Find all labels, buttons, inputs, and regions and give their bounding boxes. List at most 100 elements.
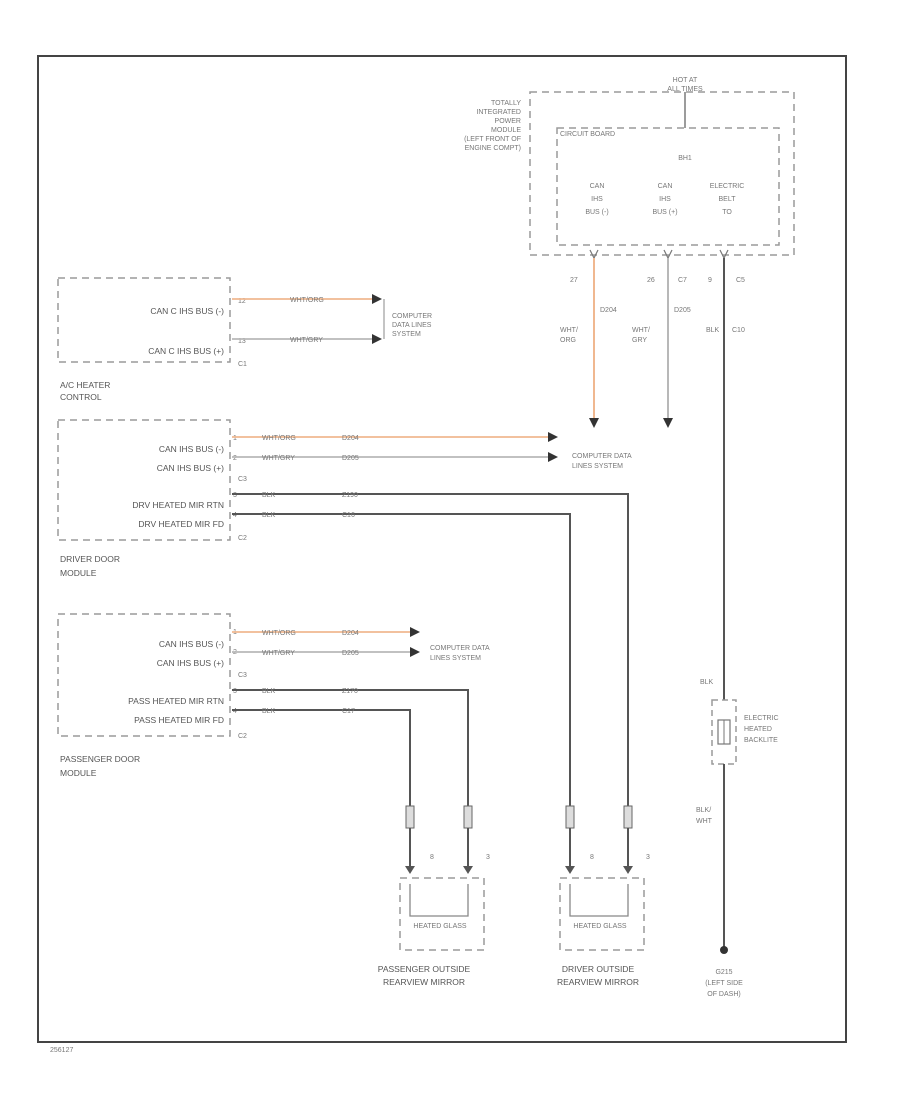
- tipm: HOT AT ALL TIMES TOTALLY INTEGRATED POWE…: [464, 77, 795, 284]
- driver-mirror-inline-connector-left: [565, 805, 575, 829]
- driver-door-name-line1: DRIVER DOOR: [60, 554, 120, 564]
- backlite-name-line2: HEATED: [744, 726, 772, 733]
- ground-name-line3: OF DASH): [707, 991, 740, 998]
- driver-mirror-element-label: HEATED GLASS: [573, 923, 626, 930]
- wire-tipm-c-code: C10: [732, 327, 745, 334]
- tipm-pin-a-line1: CAN: [590, 183, 605, 190]
- tipm-pin-a-line3: BUS (-): [585, 209, 608, 216]
- wire-tipm-a-color-line1: WHT/: [560, 327, 578, 334]
- wire-tipm-b-color-line1: WHT/: [632, 327, 650, 334]
- tipm-name-line2: INTEGRATED: [476, 109, 521, 116]
- tipm-circuit-board-label: CIRCUIT BOARD: [560, 131, 615, 138]
- ground-point: [720, 946, 728, 954]
- driver-mirror-pin-right-arrow: [623, 866, 633, 874]
- wire-passenger-can-minus-code: D204: [342, 630, 359, 637]
- passenger-door-name-line2: MODULE: [60, 768, 97, 778]
- tipm-pin-b-line2: IHS: [659, 196, 671, 203]
- wire-driver-htr-fd: [232, 513, 571, 808]
- tipm-pin-b-line1: CAN: [658, 183, 673, 190]
- wire-tipm-b-code: D205: [674, 307, 691, 314]
- driver-door-htr-rtn-label: DRV HEATED MIR RTN: [132, 500, 224, 510]
- tipm-pin-b-connector: [663, 249, 673, 260]
- passenger-mirror-pin-left-arrow: [405, 866, 415, 874]
- wire-passenger-htr-fd-code: C17: [342, 708, 355, 715]
- tipm-pin-a-connector: [589, 249, 599, 260]
- driver-door-dest-line2: LINES SYSTEM: [572, 463, 623, 470]
- tipm-pin-c-connector-id: C5: [736, 277, 745, 284]
- tipm-circuit-board: [556, 127, 780, 246]
- wire-driver-htr-rtn: [232, 493, 629, 808]
- tipm-pin-b-line3: BUS (+): [652, 209, 677, 216]
- driver-door-can-plus-label: CAN IHS BUS (+): [157, 463, 224, 473]
- passenger-door-htr-connector: C2: [238, 733, 247, 740]
- tipm-pin-c-connector: [719, 249, 729, 260]
- wire-ac-heater-can-minus-arrow: [372, 294, 382, 304]
- wire-driver-htr-fd-code: C16: [342, 512, 355, 519]
- passenger-mirror-pin-right: 3: [486, 854, 490, 861]
- wire-ac-heater-can-plus-color: WHT/GRY: [290, 337, 323, 344]
- ac-heater-dest-line2: DATA LINES: [392, 322, 432, 329]
- passenger-mirror: 8 3 HEATED GLASS PASSENGER OUTSIDE REARV…: [378, 805, 490, 987]
- ground-name-line2: (LEFT SIDE: [705, 980, 743, 987]
- tipm-outline: [529, 91, 795, 256]
- wire-driver-can-minus-code: D204: [342, 435, 359, 442]
- passenger-door-dest-line2: LINES SYSTEM: [430, 655, 481, 662]
- passenger-door-pin4: 4: [233, 708, 237, 715]
- wire-ac-heater-can-plus-arrow: [372, 334, 382, 344]
- tipm-pin-c-number: 9: [708, 277, 712, 284]
- diagram-id: 256127: [50, 1047, 73, 1054]
- ac-heater-pin1-number: 12: [238, 298, 246, 305]
- wire-ac-heater-can-minus-color: WHT/ORG: [290, 297, 324, 304]
- ac-heater-dest-line3: SYSTEM: [392, 331, 421, 338]
- tipm-pin-c-line1: ELECTRIC: [710, 183, 745, 190]
- driver-mirror-pin-left: 8: [590, 854, 594, 861]
- wire-passenger-htr-rtn-code: Z170: [342, 688, 358, 695]
- ac-heater-pin2-label: CAN C IHS BUS (+): [148, 346, 224, 356]
- wire-driver-can-plus-color: WHT/GRY: [262, 455, 295, 462]
- driver-mirror: 8 3 HEATED GLASS DRIVER OUTSIDE REARVIEW…: [557, 805, 650, 987]
- tipm-pin-a-line2: IHS: [591, 196, 603, 203]
- driver-door-dest-line1: COMPUTER DATA: [572, 453, 632, 460]
- tipm-hot-at-line2: ALL TIMES: [667, 86, 703, 93]
- backlite-wire-bottom-line2: WHT: [696, 818, 713, 825]
- tipm-hot-at-line1: HOT AT: [673, 77, 698, 84]
- tipm-fuse-label: BH1: [678, 155, 692, 162]
- backlite-name-line3: BACKLITE: [744, 737, 778, 744]
- driver-door-pin1: 1: [233, 435, 237, 442]
- tipm-name-line6: ENGINE COMPT): [465, 145, 521, 152]
- wire-passenger-htr-fd: [232, 709, 411, 808]
- driver-mirror-pin-right: 3: [646, 854, 650, 861]
- ac-heater-control: CAN C IHS BUS (-) CAN C IHS BUS (+) 12 1…: [57, 277, 432, 402]
- wire-driver-htr-rtn-color: BLK: [262, 492, 276, 499]
- passenger-door-can-plus-label: CAN IHS BUS (+): [157, 658, 224, 668]
- wire-passenger-can-plus-color: WHT/GRY: [262, 650, 295, 657]
- wire-driver-htr-fd-color: BLK: [262, 512, 276, 519]
- tipm-pin-a-number: 27: [570, 277, 578, 284]
- driver-mirror-name-line1: DRIVER OUTSIDE: [562, 964, 635, 974]
- ground-g215: G215 (LEFT SIDE OF DASH): [705, 946, 743, 998]
- passenger-door-outline: [57, 613, 231, 737]
- backlite-wire-top-color: BLK: [700, 679, 714, 686]
- electric-heated-backlite: BLK ELECTRIC HEATED BACKLITE BLK/ WHT: [696, 679, 779, 948]
- wire-driver-can-plus-code: D205: [342, 455, 359, 462]
- driver-door-htr-fd-label: DRV HEATED MIR FD: [138, 519, 224, 529]
- driver-door-outline: [57, 419, 231, 541]
- ac-heater-connector: C1: [238, 361, 247, 368]
- tipm-name-line4: MODULE: [491, 127, 521, 134]
- tipm-name-line3: POWER: [495, 118, 521, 125]
- driver-door-htr-connector: C2: [238, 535, 247, 542]
- wire-tipm-b-color-line2: GRY: [632, 337, 647, 344]
- wire-driver-can-plus-arrow: [548, 452, 558, 462]
- driver-mirror-outline: [559, 877, 645, 951]
- passenger-mirror-name-line1: PASSENGER OUTSIDE: [378, 964, 471, 974]
- driver-door-can-minus-label: CAN IHS BUS (-): [159, 444, 224, 454]
- passenger-door-pin3: 3: [233, 688, 237, 695]
- tipm-pin-c-line2: BELT: [719, 196, 737, 203]
- backlite-name-line1: ELECTRIC: [744, 715, 779, 722]
- wire-passenger-can-minus-arrow: [410, 627, 420, 637]
- tipm-pin-b-number: 26: [647, 277, 655, 284]
- passenger-door-can-minus-label: CAN IHS BUS (-): [159, 639, 224, 649]
- passenger-door-htr-rtn-label: PASS HEATED MIR RTN: [128, 696, 224, 706]
- tipm-wires: D204 WHT/ ORG D205 WHT/ GRY BLK C10: [560, 258, 745, 700]
- passenger-door-module: CAN IHS BUS (-) CAN IHS BUS (+) PASS HEA…: [57, 613, 490, 808]
